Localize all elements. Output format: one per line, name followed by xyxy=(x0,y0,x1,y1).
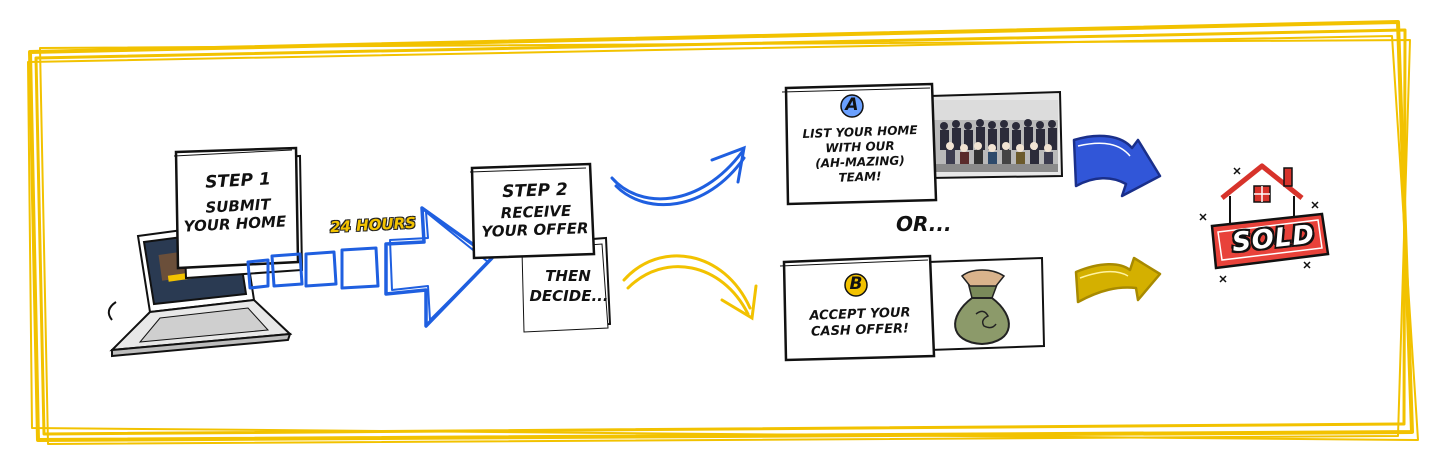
money-bag-icon xyxy=(954,269,1010,346)
then-line1: THEN xyxy=(545,267,591,285)
badge-b-bg xyxy=(844,273,868,297)
yellow-frame xyxy=(27,20,1419,445)
blue-squares xyxy=(246,246,380,290)
team-photo xyxy=(934,119,1058,172)
step1-title: STEP 1 xyxy=(204,169,272,193)
step2-card xyxy=(469,162,612,333)
big-blue-arrow xyxy=(384,206,494,328)
or-label: OR... xyxy=(896,212,952,236)
option-b-card xyxy=(779,254,1046,362)
swoosh-arrow-blue xyxy=(610,145,746,207)
gold-arrow xyxy=(1074,256,1162,304)
sold-sign xyxy=(1210,212,1330,270)
house-icon xyxy=(1220,163,1304,225)
step2-line2: YOUR OFFER xyxy=(481,219,589,241)
sparkle-icon xyxy=(1199,167,1319,283)
then-line2: DECIDE... xyxy=(529,287,609,305)
navy-arrow xyxy=(1072,134,1162,198)
badge-a: A xyxy=(845,95,859,115)
badge-a-bg xyxy=(840,94,864,118)
step2-title: STEP 2 xyxy=(501,179,569,203)
option-a-card xyxy=(781,82,1064,206)
swoosh-arrow-yellow xyxy=(622,254,758,321)
badge-b: B xyxy=(849,274,863,294)
